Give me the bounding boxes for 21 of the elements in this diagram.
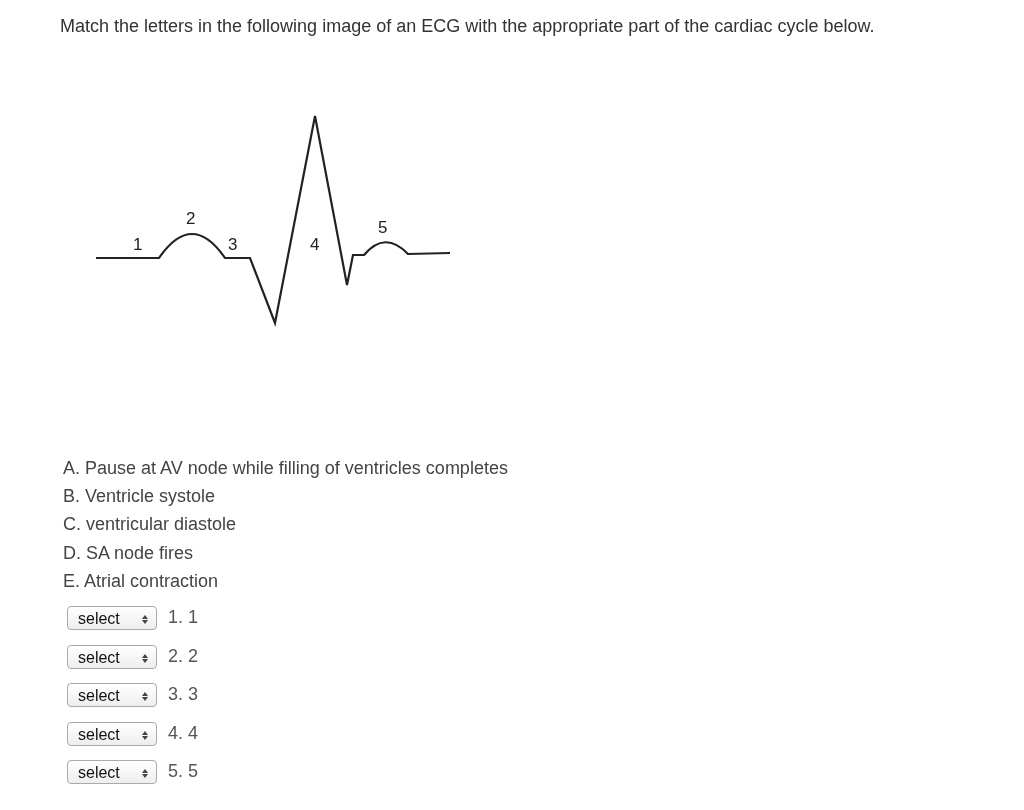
item-label: 2. 2 xyxy=(168,645,199,667)
select-dropdown: select xyxy=(67,760,157,785)
select-dropdown: select xyxy=(67,644,157,669)
wave-number: 4 xyxy=(310,235,320,255)
select-dropdown: select xyxy=(67,721,157,746)
item-label: 1. 1 xyxy=(168,607,199,628)
wave-number: 2 xyxy=(186,209,196,229)
answer-option: A. Pause at AV node while filling of ventricles completes xyxy=(63,458,508,479)
item-label: 5. 5 xyxy=(168,761,199,783)
answer-option: E. Atrial contraction xyxy=(63,570,219,592)
wave-number: 5 xyxy=(378,218,388,238)
wave-number: 3 xyxy=(228,235,238,255)
select-dropdown: select xyxy=(67,683,157,708)
answer-option: B. Ventricle systole xyxy=(63,486,216,508)
item-label: 4. 4 xyxy=(168,722,199,744)
answer-option: C. ventricular diastole xyxy=(63,514,237,536)
question-text: Match the letters in the following image of an ECG with the appropriate part of the cardiac cycle below. xyxy=(60,16,875,37)
wave-number: 1 xyxy=(133,235,143,255)
select-dropdown: select xyxy=(67,606,157,630)
item-label: 3. 3 xyxy=(168,684,199,706)
answer-option: D. SA node fires xyxy=(63,542,194,564)
